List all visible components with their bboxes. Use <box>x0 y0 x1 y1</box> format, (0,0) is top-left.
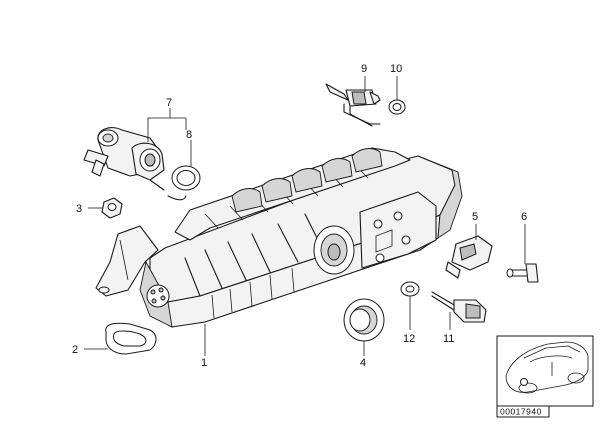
intake-manifold[interactable] <box>95 147 463 328</box>
car-location-icon <box>505 341 589 394</box>
callout-8: 8 <box>186 129 192 141</box>
valve-assembly[interactable] <box>83 127 187 201</box>
nut-3[interactable] <box>101 197 123 219</box>
callout-3: 3 <box>76 203 82 215</box>
callout-6: 6 <box>521 211 527 223</box>
callout-7: 7 <box>166 97 172 109</box>
sensor-11[interactable] <box>431 291 487 323</box>
callout-1: 1 <box>201 357 207 369</box>
o-ring-8[interactable] <box>171 165 201 191</box>
callout-5: 5 <box>472 211 478 223</box>
throttle-seal-4[interactable] <box>343 298 385 342</box>
callout-12: 12 <box>403 333 415 345</box>
callout-10: 10 <box>390 63 402 75</box>
temperature-sensor[interactable] <box>325 83 381 127</box>
callout-labels: 7 8 9 10 3 2 1 4 5 6 12 11 <box>72 63 527 369</box>
bolt-6[interactable] <box>506 263 539 283</box>
callout-2: 2 <box>72 344 78 356</box>
callout-11: 11 <box>443 333 454 345</box>
callout-9: 9 <box>361 63 367 75</box>
seal-ring-10[interactable] <box>388 99 406 115</box>
gasket-2[interactable] <box>105 322 157 355</box>
leader-lines <box>84 76 526 356</box>
bracket-5[interactable] <box>445 235 493 279</box>
car-location-inset: 00017940 <box>496 335 594 418</box>
washer-12[interactable] <box>400 281 420 297</box>
diagram-reference-number: 00017940 <box>500 407 542 417</box>
callout-4: 4 <box>360 357 366 369</box>
